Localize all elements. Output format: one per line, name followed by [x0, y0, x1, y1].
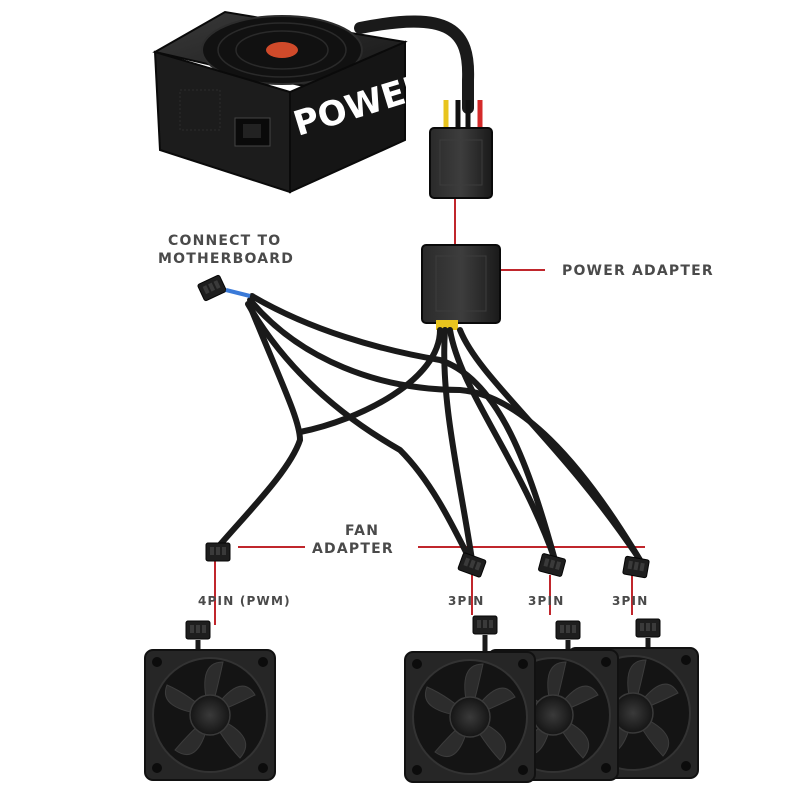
leader-lines	[214, 198, 645, 625]
fan-adapter-label-line1: FAN	[345, 523, 379, 539]
fan-adapter-cables	[215, 293, 643, 563]
fan-connector-icon	[457, 551, 487, 579]
molex-connector-icon	[429, 127, 493, 199]
power-adapter-label: POWER ADAPTER	[562, 263, 714, 279]
fan-icon	[144, 649, 276, 781]
cable-icon	[354, 15, 475, 114]
psu-icon	[152, 10, 408, 194]
pin-label-pwm: 4PIN (PWM)	[198, 594, 291, 608]
psu-molex-wires	[443, 100, 483, 130]
connect-label-line2: MOTHERBOARD	[158, 251, 294, 267]
fan-connector-icon	[622, 555, 650, 579]
fan-connector-icon	[537, 552, 567, 578]
fan-connector-icon	[205, 542, 231, 562]
pin-label-3pin-1: 3PIN	[448, 594, 484, 608]
motherboard-connector-icon	[196, 274, 228, 302]
connect-label-line1: CONNECT TO	[168, 233, 281, 249]
motherboard-wire	[225, 288, 251, 298]
fan-adapter-label-line2: ADAPTER	[312, 541, 394, 557]
adapter-molex-connector	[421, 244, 501, 330]
pin-label-3pin-3: 3PIN	[612, 594, 648, 608]
fan-icon	[404, 651, 536, 783]
pin-label-3pin-2: 3PIN	[528, 594, 564, 608]
